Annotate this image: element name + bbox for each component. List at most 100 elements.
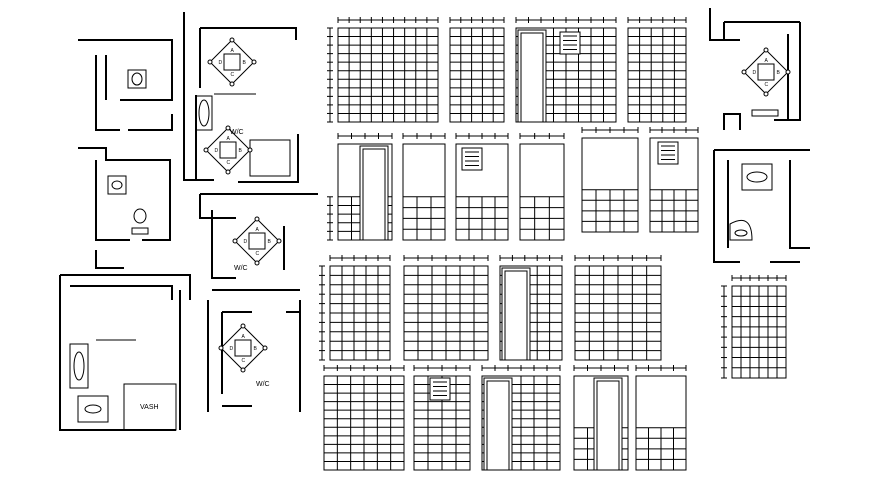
wc-label-1: W/C — [230, 129, 244, 136]
plan-toilet-top-left — [78, 39, 173, 131]
door-letter: D — [230, 346, 234, 352]
dimension-line — [519, 133, 565, 139]
tile-elevation — [573, 365, 629, 471]
tile-elevation — [402, 133, 446, 241]
dimension-line — [731, 275, 787, 281]
diamond-node — [229, 37, 235, 43]
tile-elevation — [327, 133, 393, 241]
door-letter: B — [777, 70, 781, 76]
dimension-line — [635, 365, 687, 371]
tile-elevation — [519, 133, 565, 241]
tile-elevation — [319, 255, 391, 361]
door-letter: A — [227, 136, 231, 142]
wc-fixture — [741, 163, 773, 191]
plan-wc-top-right — [709, 8, 801, 130]
dimension-line — [449, 17, 505, 23]
dimension-line — [455, 133, 509, 139]
door-letter: A — [242, 334, 246, 340]
door-letter: C — [256, 251, 260, 257]
door-letter: C — [227, 160, 231, 166]
diamond-node — [262, 345, 268, 351]
elevation-outline — [337, 27, 439, 123]
diamond-core — [234, 339, 252, 357]
diamond-core — [757, 63, 775, 81]
elevation-outline — [402, 143, 446, 241]
diamond-core — [248, 232, 266, 250]
diamond-node — [251, 59, 257, 65]
wash-label: VASH — [140, 404, 159, 411]
diamond-node — [254, 216, 260, 222]
tile-elevation — [515, 17, 617, 123]
door-letter: C — [765, 82, 769, 88]
dimension-line — [574, 255, 662, 261]
dimension-line — [649, 127, 699, 133]
diamond-node — [218, 345, 224, 351]
plan-wc-bottom: W/C — [207, 300, 301, 412]
plan-bathroom-bottom-left: VASH — [59, 274, 191, 431]
wc-label-3: W/C — [256, 381, 270, 388]
tile-elevation — [449, 17, 505, 123]
dimension-line — [413, 365, 471, 371]
wc-fixture — [133, 208, 147, 224]
diamond-node — [741, 69, 747, 75]
door-frame — [486, 380, 510, 471]
door-letter: A — [256, 227, 260, 233]
dimension-line — [581, 127, 639, 133]
door-letter: B — [243, 60, 247, 66]
tile-elevation — [481, 365, 561, 471]
diamond-core — [223, 53, 241, 71]
door-frame — [520, 32, 544, 123]
diamond-node — [785, 69, 791, 75]
door-frame — [362, 148, 386, 241]
vent-window — [461, 147, 483, 171]
tile-elevation — [455, 133, 509, 241]
dimension-line — [329, 255, 391, 261]
diamond-node — [225, 169, 231, 175]
tile-elevation — [499, 255, 563, 361]
diamond-node — [207, 59, 213, 65]
door-frame — [504, 270, 528, 361]
tile-elevation — [721, 275, 787, 379]
dimension-line — [402, 133, 446, 139]
dimension-line — [481, 365, 561, 371]
dimension-line — [515, 17, 617, 23]
door-letter: B — [239, 148, 243, 154]
plan-bath-right — [713, 149, 810, 263]
diamond-node — [254, 260, 260, 266]
dimension-line — [403, 255, 489, 261]
dimension-line — [499, 255, 563, 261]
door-letter: A — [765, 58, 769, 64]
vent-window — [429, 377, 451, 401]
tile-elevation — [413, 365, 471, 471]
door-frame — [596, 380, 620, 471]
diamond-node — [247, 147, 253, 153]
tile-elevation — [403, 255, 489, 361]
tile-elevation — [627, 17, 687, 123]
door-letter: D — [219, 60, 223, 66]
dimension-line — [337, 17, 439, 23]
tile-elevation — [323, 365, 405, 471]
diamond-node — [203, 147, 209, 153]
dimension-line-vertical — [319, 265, 325, 361]
dimension-line-vertical — [327, 196, 333, 241]
basin-fixture — [107, 175, 127, 195]
wc-fixture — [77, 395, 109, 423]
diamond-core — [219, 141, 237, 159]
dimension-line — [337, 133, 393, 139]
toilet-fixture — [127, 69, 147, 89]
plan-wc-top-center: W/C — [183, 12, 299, 183]
dimension-line — [627, 17, 687, 23]
bathtub — [69, 343, 89, 389]
wash-area — [123, 383, 177, 431]
dimension-line-vertical — [327, 27, 333, 123]
diamond-node — [240, 323, 246, 329]
elevation-outline — [449, 27, 505, 123]
tile-elevation — [574, 255, 662, 361]
door-letter: C — [242, 358, 246, 364]
door-letter: C — [231, 72, 235, 78]
door-letter: B — [268, 239, 272, 245]
wc-label-2: W/C — [234, 265, 248, 272]
